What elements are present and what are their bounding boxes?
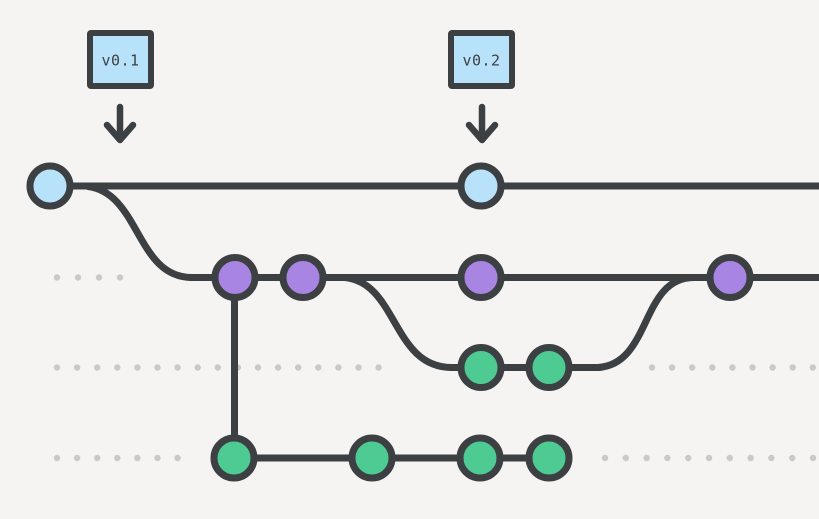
- feature-lane-dots-left-dot: [315, 364, 322, 371]
- bottom-lane-dots-right-dot: [726, 454, 733, 462]
- feature-lane-dots-left-dot: [194, 364, 201, 371]
- tag-label: v0.1: [101, 52, 139, 70]
- feature-lane-dots-left-dot: [254, 364, 262, 371]
- bottom-lane-dots-right-dot: [705, 454, 713, 462]
- tag-v0.2: v0.2: [448, 30, 515, 144]
- bottom-lane-dots-right-dot: [809, 454, 817, 462]
- feature-lane-dots-right-dot: [648, 364, 656, 371]
- bottom-lane-dots-left-dot: [134, 454, 141, 462]
- feature-lane-dots-right-dot: [749, 364, 756, 371]
- commit-nodes: [26, 162, 754, 482]
- bottom-lane-dots-right-dot: [789, 454, 796, 462]
- branch-curve-main-to-develop: [84, 183, 196, 281]
- feature-lane-dots-right-dot: [789, 364, 796, 371]
- bottom-lane-dots-left-dot: [154, 454, 161, 462]
- bottom-lane-dots-right-dot: [664, 454, 671, 462]
- feature-lane-dots-right-dot: [689, 364, 696, 371]
- merge-curve-feature-to-develop: [594, 274, 698, 371]
- feature-lane-dots-left-dot: [355, 364, 362, 371]
- develop-lane-dots-left-dot: [74, 274, 82, 281]
- commit-node-develop: [457, 254, 505, 301]
- down-arrow-icon: [465, 103, 499, 144]
- bottom-lane-dots-left-dot: [53, 454, 61, 462]
- commit-node-feature: [456, 434, 504, 482]
- bottom-lane-dots-right-dot: [747, 454, 754, 462]
- feature-lane-dots-left-dot: [174, 364, 181, 371]
- commit-node-feature: [348, 434, 396, 482]
- commit-node-develop: [706, 254, 754, 301]
- branch-curve-develop-to-feature: [341, 274, 456, 371]
- commit-node-develop: [211, 254, 259, 301]
- feature-lane-dots-left-dot: [274, 364, 282, 371]
- feature-lane-dots-right-dot: [809, 364, 816, 371]
- bottom-lane-dots-right-dot: [768, 454, 775, 462]
- feature-lane-dots-left-dot: [73, 364, 81, 371]
- feature-lane-dots-left-dot: [335, 364, 342, 371]
- develop-lane-dots-left-dot: [116, 274, 124, 281]
- develop-lane-dots-left-dot: [53, 274, 61, 281]
- commit-node-feature: [210, 434, 258, 482]
- tag-box: [87, 30, 154, 89]
- tag-box: [448, 30, 515, 89]
- commit-node-main: [457, 162, 505, 210]
- bottom-lane-dots-right-dot: [601, 454, 609, 462]
- feature-lane-dots-left-dot: [154, 364, 161, 371]
- feature-lane-dots-left-dot: [214, 364, 221, 371]
- feature-lane-dots-right-dot: [709, 364, 716, 371]
- commit-node-feature: [457, 344, 505, 391]
- bottom-lane-dots-right-dot: [622, 454, 629, 462]
- down-arrow-icon: [103, 103, 137, 144]
- tag-label: v0.2: [462, 52, 500, 70]
- feature-lane-dots-left-dot: [94, 364, 101, 371]
- feature-lane-dots-right-dot: [729, 364, 736, 371]
- commit-node-develop: [279, 254, 327, 301]
- feature-lane-dots-left-dot: [295, 364, 302, 371]
- down-arrow-head: [103, 121, 137, 144]
- develop-lane-dots-left-dot: [95, 274, 103, 281]
- bottom-lane-dots-left-dot: [114, 454, 121, 462]
- feature-lane-dots-right-dot: [668, 364, 676, 371]
- bottom-lane-dots-right-dot: [685, 454, 692, 462]
- feature-lane-dots-left-dot: [375, 364, 382, 371]
- tag-v0.1: v0.1: [87, 30, 154, 144]
- commit-node-feature: [525, 344, 573, 391]
- lane-dot-guides: [53, 274, 817, 462]
- down-arrow-head: [465, 121, 499, 144]
- bottom-lane-dots-left-dot: [94, 454, 101, 462]
- bottom-lane-dots-right-dot: [643, 454, 650, 462]
- bottom-lane-dots-left-dot: [174, 454, 181, 462]
- feature-lane-dots-right-dot: [769, 364, 776, 371]
- bottom-lane-dots-left-dot: [73, 454, 81, 462]
- commit-node-main: [26, 162, 74, 210]
- feature-lane-dots-left-dot: [53, 364, 61, 371]
- commit-node-feature: [525, 434, 573, 482]
- feature-lane-dots-left-dot: [114, 364, 121, 371]
- feature-lane-dots-left-dot: [134, 364, 141, 371]
